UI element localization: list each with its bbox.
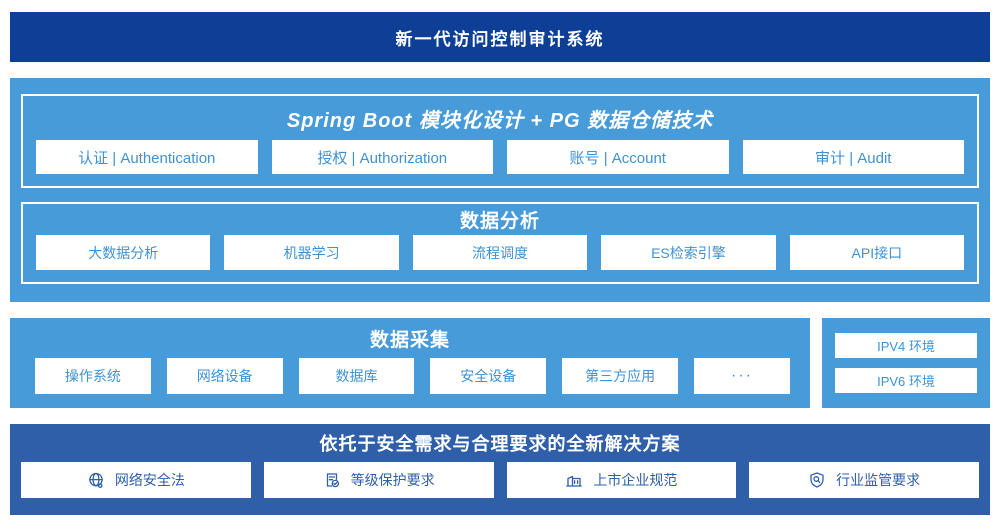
chip-thirdparty-app: 第三方应用 [562, 358, 678, 394]
chip-ipv4-env: IPV4 环境 [835, 333, 977, 358]
solution-chip-label: 上市企业规范 [593, 472, 678, 488]
chip-account: 账号 | Account [507, 140, 729, 174]
collection-chip-row: 操作系统 网络设备 数据库 安全设备 第三方应用 ··· [35, 358, 790, 394]
building-icon [565, 471, 583, 489]
solution-chip-label: 网络安全法 [114, 472, 185, 488]
globe-icon [87, 471, 105, 489]
modules-chip-row: 认证 | Authentication 授权 | Authorization 账… [36, 140, 964, 174]
collection-title: 数据采集 [369, 329, 450, 351]
chip-api: API接口 [789, 235, 965, 270]
chip-ipv6-env: IPV6 环境 [835, 368, 977, 393]
chip-more-ellipsis: ··· [693, 358, 790, 394]
chip-industry-regulation: 行业监管要求 [749, 462, 979, 498]
chip-operating-system: 操作系统 [35, 358, 151, 394]
analysis-chip-row: 大数据分析 机器学习 流程调度 ES检索引擎 API接口 [36, 235, 965, 270]
analysis-band-title: 数据分析 [459, 211, 540, 232]
shield-search-icon [808, 471, 826, 489]
platform-section: Spring Boot 模块化设计 + PG 数据仓储技术 认证 | Authe… [10, 78, 990, 302]
chip-machine-learning: 机器学习 [224, 235, 399, 270]
collection-section: 数据采集 操作系统 网络设备 数据库 安全设备 第三方应用 ··· [10, 318, 810, 408]
chip-listed-company: 上市企业规范 [506, 462, 737, 498]
chip-authentication: 认证 | Authentication [36, 140, 258, 174]
environment-box: IPV4 环境 IPV6 环境 [822, 318, 990, 408]
solution-section: 依托于安全需求与合理要求的全新解决方案 网络安全法 [10, 424, 990, 515]
modules-band: Spring Boot 模块化设计 + PG 数据仓储技术 认证 | Authe… [21, 94, 979, 188]
page-title: 新一代访问控制审计系统 [395, 29, 605, 49]
chip-authorization: 授权 | Authorization [271, 140, 493, 174]
solution-chip-label: 行业监管要求 [836, 472, 921, 488]
chip-security-device: 安全设备 [430, 358, 547, 394]
chip-classified-protection: 等级保护要求 [263, 462, 494, 498]
chip-bigdata-analysis: 大数据分析 [36, 235, 211, 270]
solution-chip-label: 等级保护要求 [350, 472, 435, 488]
chip-network-device: 网络设备 [166, 358, 283, 394]
chip-es-search: ES检索引擎 [601, 235, 776, 270]
analysis-band: 数据分析 大数据分析 机器学习 流程调度 ES检索引擎 API接口 [21, 202, 979, 284]
modules-band-title: Spring Boot 模块化设计 + PG 数据仓储技术 [286, 109, 714, 132]
chip-network-security-law: 网络安全法 [21, 462, 251, 498]
chip-database: 数据库 [298, 358, 415, 394]
header-banner: 新一代访问控制审计系统 [10, 12, 990, 62]
document-check-icon [323, 471, 341, 489]
solution-chip-row: 网络安全法 等级保护要求 [21, 462, 979, 498]
chip-flow-scheduling: 流程调度 [412, 235, 588, 270]
solution-title: 依托于安全需求与合理要求的全新解决方案 [319, 434, 681, 454]
chip-audit: 审计 | Audit [742, 140, 964, 174]
